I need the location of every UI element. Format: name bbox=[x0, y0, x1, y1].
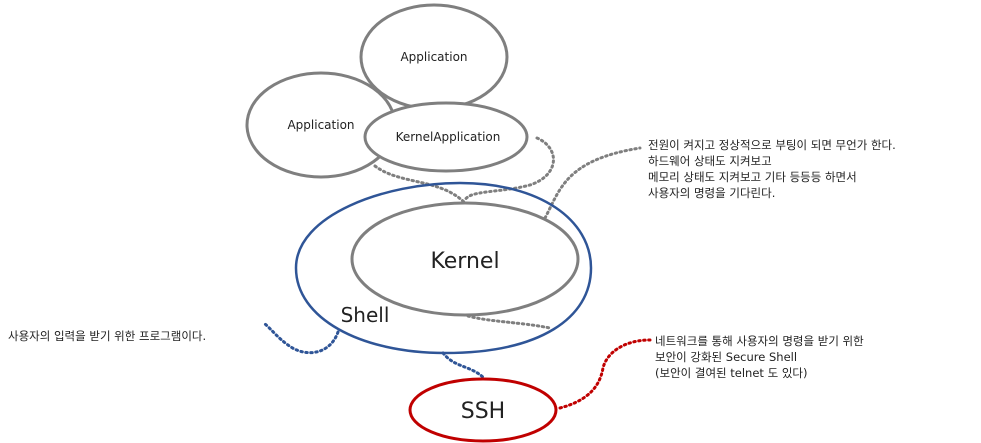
shell-note-line: 사용자의 입력을 받기 위한 프로그램이다. bbox=[8, 329, 207, 343]
connector-kernel-note bbox=[543, 146, 642, 220]
kernel-application-ellipse bbox=[363, 101, 529, 173]
kernel-ellipse bbox=[350, 201, 580, 317]
shell-note: 사용자의 입력을 받기 위한 프로그램이다. bbox=[8, 328, 206, 344]
connector-shell-note bbox=[263, 322, 340, 355]
ssh-note-line: 네트워크를 통해 사용자의 명령을 받기 위한 bbox=[655, 334, 864, 348]
ssh-note-line: 보안이 강화된 Secure Shell bbox=[655, 350, 798, 364]
shell-label: Shell bbox=[341, 303, 390, 327]
connector-ssh-note bbox=[558, 338, 652, 410]
kernel-note-line: 하드웨어 상태도 지켜보고 bbox=[648, 154, 772, 168]
application-left-label: Application bbox=[287, 118, 354, 132]
connector-kernel-shell bbox=[466, 314, 552, 330]
ssh-note: 네트워크를 통해 사용자의 명령을 받기 위한 보안이 강화된 Secure S… bbox=[655, 333, 864, 381]
ssh-note-line: (보안이 결여된 telnet 도 있다) bbox=[655, 366, 808, 380]
ssh-label: SSH bbox=[461, 399, 505, 424]
kernel-note-line: 사용자의 명령을 기다린다. bbox=[648, 186, 776, 200]
kernel-note-line: 전원이 켜지고 정상적으로 부팅이 되면 무언가 한다. bbox=[648, 138, 896, 152]
kernel-note: 전원이 켜지고 정상적으로 부팅이 되면 무언가 한다. 하드웨어 상태도 지켜… bbox=[648, 137, 896, 201]
shell-ellipse bbox=[294, 181, 593, 355]
connector-kernelapp-right bbox=[463, 136, 555, 202]
kernel-application-label: KernelApplication bbox=[396, 130, 501, 144]
connector-kernelapp-kernel bbox=[373, 164, 467, 205]
ssh-ellipse bbox=[408, 377, 558, 443]
kernel-label: Kernel bbox=[430, 249, 499, 274]
connector-shell-ssh bbox=[441, 351, 486, 380]
application-top-label: Application bbox=[400, 50, 467, 64]
kernel-note-line: 메모리 상태도 지켜보고 기타 등등등 하면서 bbox=[648, 170, 857, 184]
